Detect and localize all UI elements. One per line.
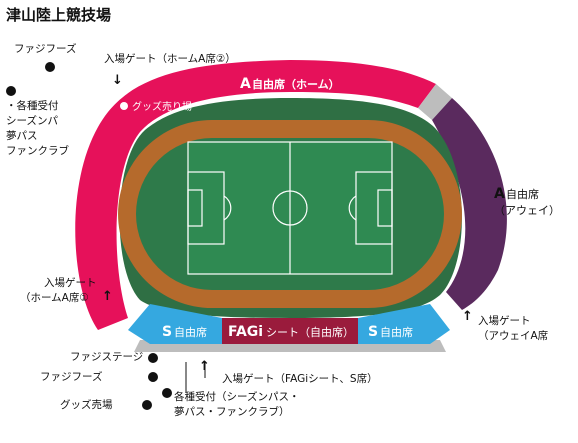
fagi-food-top-dot bbox=[45, 62, 55, 72]
fagi-food-bottom-dot bbox=[148, 372, 158, 382]
fagi-food-bottom-label: ファジフーズ bbox=[40, 371, 103, 383]
s-left-big: S bbox=[162, 324, 172, 340]
goods-bottom-label: グッズ売場 bbox=[60, 399, 113, 411]
fagi-big: FAGi bbox=[228, 324, 263, 340]
page-title: 津山陸上競技場 bbox=[6, 6, 112, 24]
entrance-home1-arrow-icon: ↑ bbox=[102, 289, 113, 304]
center-circle bbox=[272, 190, 308, 226]
gray-connector-top bbox=[418, 84, 452, 120]
reception-left-dot bbox=[6, 86, 16, 96]
left-penalty-arc bbox=[223, 195, 232, 221]
reception-left-line1: ・各種受付 bbox=[6, 100, 59, 112]
fagi-small: シート（自由席） bbox=[266, 325, 354, 339]
entrance-away-line2: （アウェイA席 bbox=[478, 330, 549, 342]
away-a-small1: 自由席 bbox=[506, 187, 539, 201]
away-a-small2: （アウェイ） bbox=[494, 204, 560, 217]
s-right-big: S bbox=[368, 324, 378, 340]
entrance-home2-label: 入場ゲート（ホームA席②） bbox=[104, 53, 236, 65]
s-left-small: 自由席 bbox=[174, 325, 207, 339]
reception-left-line3: 夢パス bbox=[6, 130, 38, 142]
home-a-small: 自由席（ホーム） bbox=[252, 77, 340, 91]
home-a-big: A bbox=[240, 76, 251, 92]
entrance-away-arrow-icon: ↑ bbox=[462, 309, 473, 324]
entrance-fagi-arrow-icon: ↑ bbox=[199, 359, 210, 374]
away-a-big: A bbox=[494, 186, 505, 202]
reception-left-line2: シーズンパ bbox=[6, 115, 58, 127]
right-goal-box bbox=[377, 189, 393, 227]
fagi-seating bbox=[222, 318, 358, 344]
entrance-home1-line1: 入場ゲート bbox=[44, 277, 97, 289]
home-a-seating bbox=[75, 60, 436, 330]
goods-bottom-dot bbox=[142, 400, 152, 410]
entrance-fagi-label: 入場ゲート（FAGiシート、S席） bbox=[222, 373, 378, 385]
reception-left-line4: ファンクラブ bbox=[6, 145, 69, 157]
goods-booth-marker bbox=[120, 102, 128, 110]
entrance-home1-line2: （ホームA席① bbox=[20, 292, 89, 304]
entrance-home2-arrow-icon: ↓ bbox=[112, 73, 123, 88]
s-right-small: 自由席 bbox=[380, 325, 413, 339]
fagi-stage-label: ファジステージ bbox=[70, 351, 144, 363]
left-goal-box bbox=[187, 189, 203, 227]
fagi-stage-dot bbox=[148, 353, 158, 363]
away-a-seating bbox=[432, 98, 507, 310]
reception-bottom-line2: 夢パス・ファンクラブ） bbox=[174, 406, 290, 418]
goods-top-label: グッズ売り場 bbox=[132, 100, 192, 113]
s-left-seating bbox=[128, 304, 222, 344]
fagi-food-top-label: ファジフーズ bbox=[14, 43, 77, 55]
reception-bottom-line1: 各種受付（シーズンパス・ bbox=[174, 391, 300, 403]
reception-bottom-dot bbox=[162, 388, 172, 398]
right-penalty-arc bbox=[348, 195, 357, 221]
s-right-seating bbox=[358, 304, 450, 344]
entrance-away-line1: 入場ゲート bbox=[478, 315, 531, 327]
